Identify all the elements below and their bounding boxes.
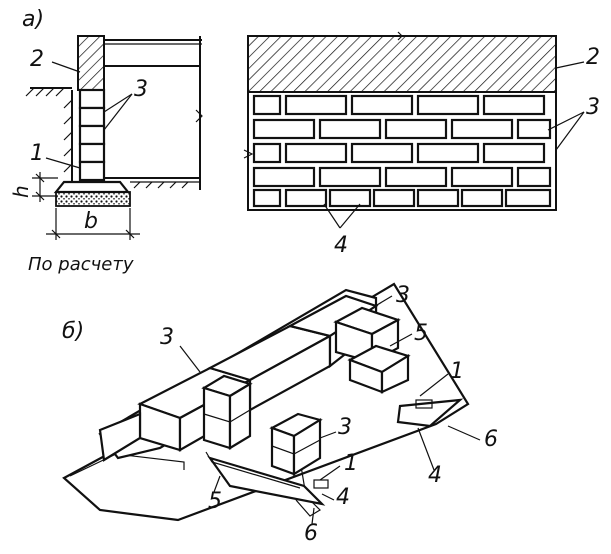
front-cross-wall xyxy=(270,426,296,476)
brick-course xyxy=(78,160,106,182)
brick-course xyxy=(78,124,106,146)
brick-rows xyxy=(252,94,552,208)
b-label-3-top: 3 xyxy=(396,283,410,308)
panel-b-label: б) xyxy=(62,319,84,344)
b-label-3-mid: 3 xyxy=(338,415,352,440)
b-label-1-mid: 1 xyxy=(344,451,358,476)
elev-label-4: 4 xyxy=(334,233,348,258)
panel-a-label: а) xyxy=(22,7,44,32)
label-3: 3 xyxy=(134,77,148,102)
b-label-6-bottom: 6 xyxy=(304,521,318,546)
brick-course xyxy=(78,142,106,164)
panel-a-section: а) 2 xyxy=(9,7,203,275)
b-label-5-top: 5 xyxy=(414,321,428,346)
label-b: b xyxy=(84,209,98,234)
panel-a-elevation: 2 3 4 xyxy=(243,31,600,258)
b-label-1-right: 1 xyxy=(450,359,464,384)
b-label-4-right: 4 xyxy=(428,463,442,488)
panel-b-isometric: б) xyxy=(62,282,498,546)
elevation-wall-hatched xyxy=(247,35,557,93)
caption-po-raschetu: По расчету xyxy=(28,254,134,275)
brick-course xyxy=(78,106,106,128)
brick-course xyxy=(78,88,106,110)
label-1: 1 xyxy=(30,141,44,166)
b-label-6-right: 6 xyxy=(484,427,498,452)
gravel-bed xyxy=(55,191,131,207)
wall-hatched xyxy=(77,35,105,91)
label-2: 2 xyxy=(30,47,44,72)
b-label-5-bottom: 5 xyxy=(208,489,222,514)
b-label-3-left: 3 xyxy=(160,325,174,350)
b-label-4-mid: 4 xyxy=(336,485,350,510)
footing-pad xyxy=(53,180,131,194)
label-h: h xyxy=(9,185,33,198)
elev-label-3: 3 xyxy=(586,95,600,120)
elev-label-2: 2 xyxy=(586,45,600,70)
